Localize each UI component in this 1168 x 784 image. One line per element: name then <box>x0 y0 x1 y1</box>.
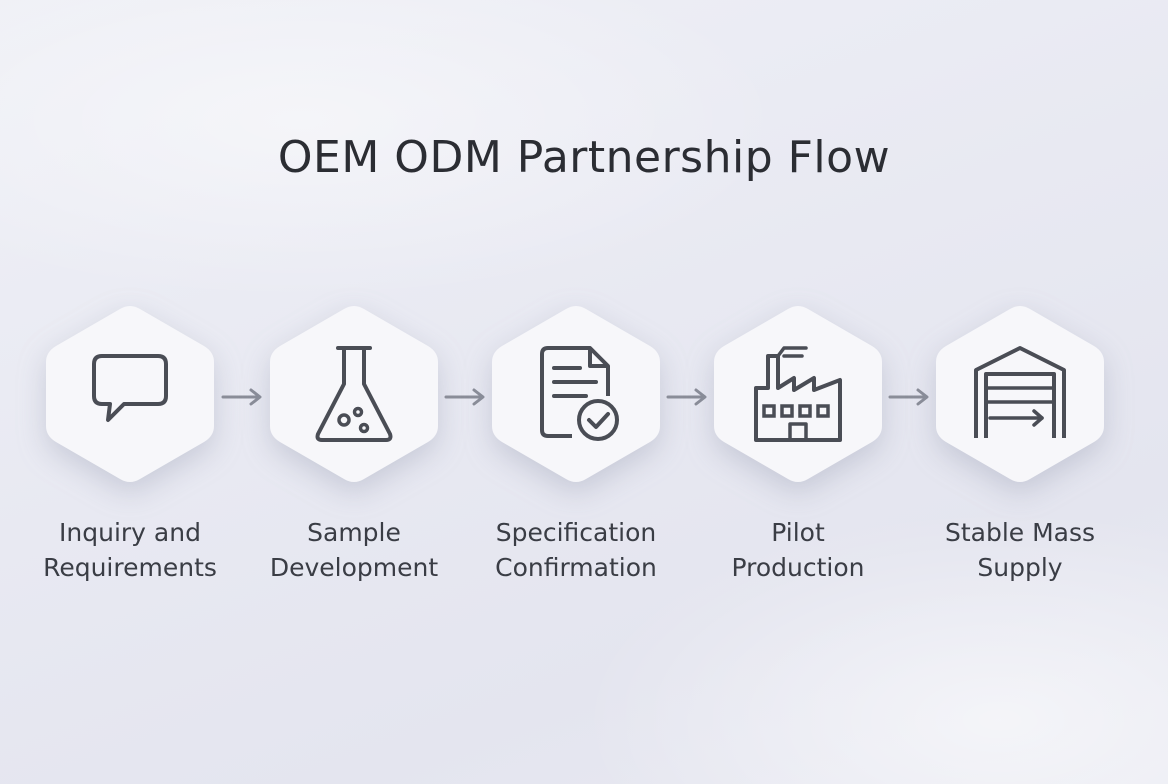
step-hexagon <box>36 300 224 488</box>
step-sample: Sample Development <box>244 300 464 600</box>
speech-bubble-icon <box>92 354 168 422</box>
step-label: Inquiry and Requirements <box>43 518 217 582</box>
step-label: Specification Confirmation <box>495 518 657 582</box>
page-title: OEM ODM Partnership Flow <box>277 132 891 183</box>
step-hexagon <box>260 300 448 488</box>
warehouse-icon <box>974 346 1066 438</box>
factory-icon <box>754 346 842 442</box>
step-hexagon <box>704 300 892 488</box>
flask-icon <box>315 346 393 442</box>
step-label: Pilot Production <box>731 518 865 582</box>
step-specification: Specification Confirmation <box>466 300 686 600</box>
step-pilot: Pilot Production <box>688 300 908 600</box>
step-label: Sample Development <box>269 518 439 582</box>
step-hexagon <box>926 300 1114 488</box>
step-hexagon <box>482 300 670 488</box>
step-label: Stable Mass Supply <box>944 518 1096 582</box>
step-mass-supply: Stable Mass Supply <box>910 300 1130 600</box>
arrow-right-icon <box>444 388 485 406</box>
step-inquiry: Inquiry and Requirements <box>20 300 240 600</box>
document-check-icon <box>540 346 619 441</box>
arrow-right-icon <box>888 388 929 406</box>
arrow-right-icon <box>221 388 262 406</box>
arrow-right-icon <box>666 388 707 406</box>
